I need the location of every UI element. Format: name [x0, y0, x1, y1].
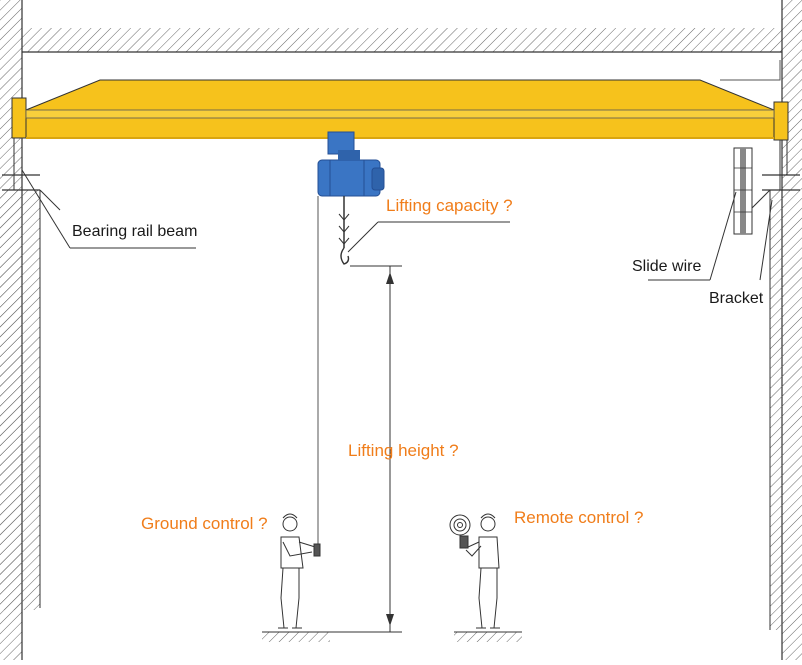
rail-beam-leader: [21, 169, 71, 249]
bracket-leader: [759, 199, 773, 281]
lifting-capacity-label: Lifting capacity ?: [386, 196, 513, 215]
ground-control-label: Ground control ?: [141, 514, 268, 533]
lifting-height-dimension: [330, 265, 402, 633]
slide-wire-icon: [733, 147, 753, 235]
operator-pendant-icon: [278, 513, 321, 629]
left-wall: [0, 0, 41, 660]
electric-hoist-icon: [317, 131, 385, 197]
bracket-label: Bracket: [709, 290, 764, 307]
floor-right: [454, 631, 522, 642]
operator-remote-icon: [449, 513, 500, 629]
main-girder: [25, 60, 781, 139]
lifting-height-label: Lifting height ?: [348, 441, 459, 460]
capacity-leader-line: [347, 221, 379, 253]
floor-left: [262, 631, 330, 642]
hook-icon: [338, 196, 350, 265]
ceiling: [22, 28, 782, 53]
remote-control-label: Remote control ?: [514, 508, 644, 527]
bearing-rail-beam-label: Bearing rail beam: [72, 223, 198, 240]
right-wall: [769, 0, 802, 660]
slide-wire-label: Slide wire: [632, 258, 702, 275]
slide-wire-leader: [709, 191, 737, 281]
